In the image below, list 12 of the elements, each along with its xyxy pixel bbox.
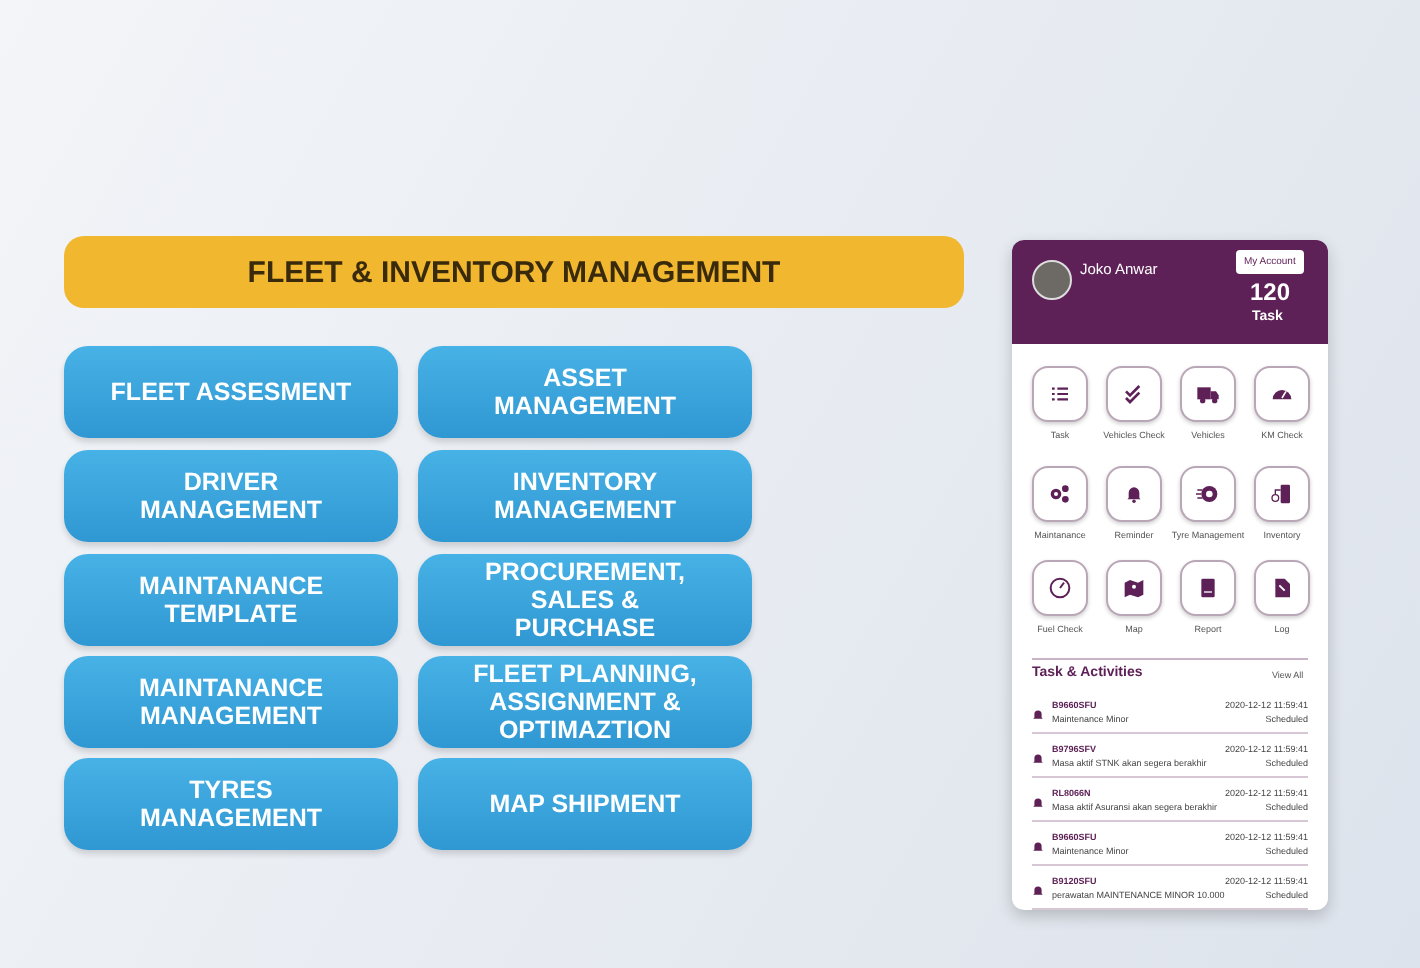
feature-tile: MAP SHIPMENT <box>418 758 752 850</box>
feature-tile: PROCUREMENT, SALES & PURCHASE <box>418 554 752 646</box>
feature-tile: INVENTORY MANAGEMENT <box>418 450 752 542</box>
feature-tile: ASSET MANAGEMENT <box>418 346 752 438</box>
feature-tile: FLEET PLANNING, ASSIGNMENT & OPTIMAZTION <box>418 656 752 748</box>
task-count: 120 <box>1250 278 1291 306</box>
feature-tile: MAINTANANCE TEMPLATE <box>64 554 398 646</box>
feature-tile: TYRES MANAGEMENT <box>64 758 398 850</box>
title-banner: FLEET & INVENTORY MANAGEMENT <box>64 236 964 308</box>
feature-tile: MAINTANANCE MANAGEMENT <box>64 656 398 748</box>
feature-tile: DRIVER MANAGEMENT <box>64 450 398 542</box>
feature-tile: FLEET ASSESMENT <box>64 346 398 438</box>
